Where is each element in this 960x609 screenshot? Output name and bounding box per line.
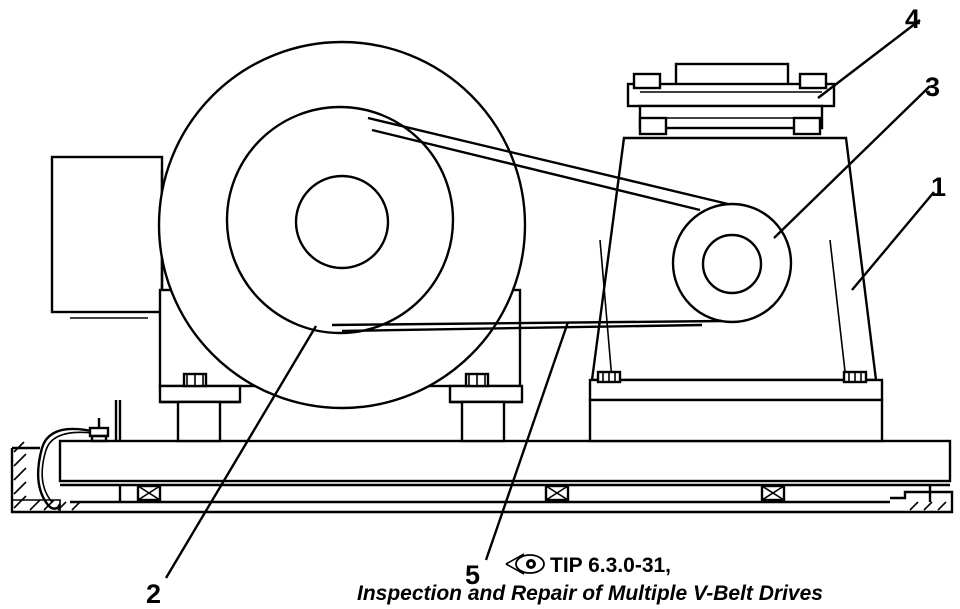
driven-pulley (671, 202, 793, 324)
motor-pulley (157, 40, 527, 410)
callout-4: 4 (905, 4, 920, 34)
ground-cable (36, 400, 122, 510)
shim-right (760, 484, 786, 502)
reference-code: TIP 6.3.0-31, (550, 554, 671, 577)
v-belts (331, 116, 729, 333)
shim-center (544, 484, 570, 502)
floor-foundation (10, 441, 954, 514)
reference-note: TIP 6.3.0-31, Inspection and Repair of M… (357, 553, 823, 605)
shim-left (136, 484, 162, 502)
bearing-block (626, 62, 836, 136)
callout-1: 1 (931, 172, 946, 202)
callout-3: 3 (925, 72, 940, 102)
eye-icon (505, 553, 545, 575)
leader-lines (164, 19, 935, 579)
callout-2: 2 (146, 579, 161, 609)
reference-title: Inspection and Repair of Multiple V-Belt… (357, 582, 823, 605)
callout-5: 5 (465, 560, 480, 590)
base-frame (58, 439, 952, 502)
